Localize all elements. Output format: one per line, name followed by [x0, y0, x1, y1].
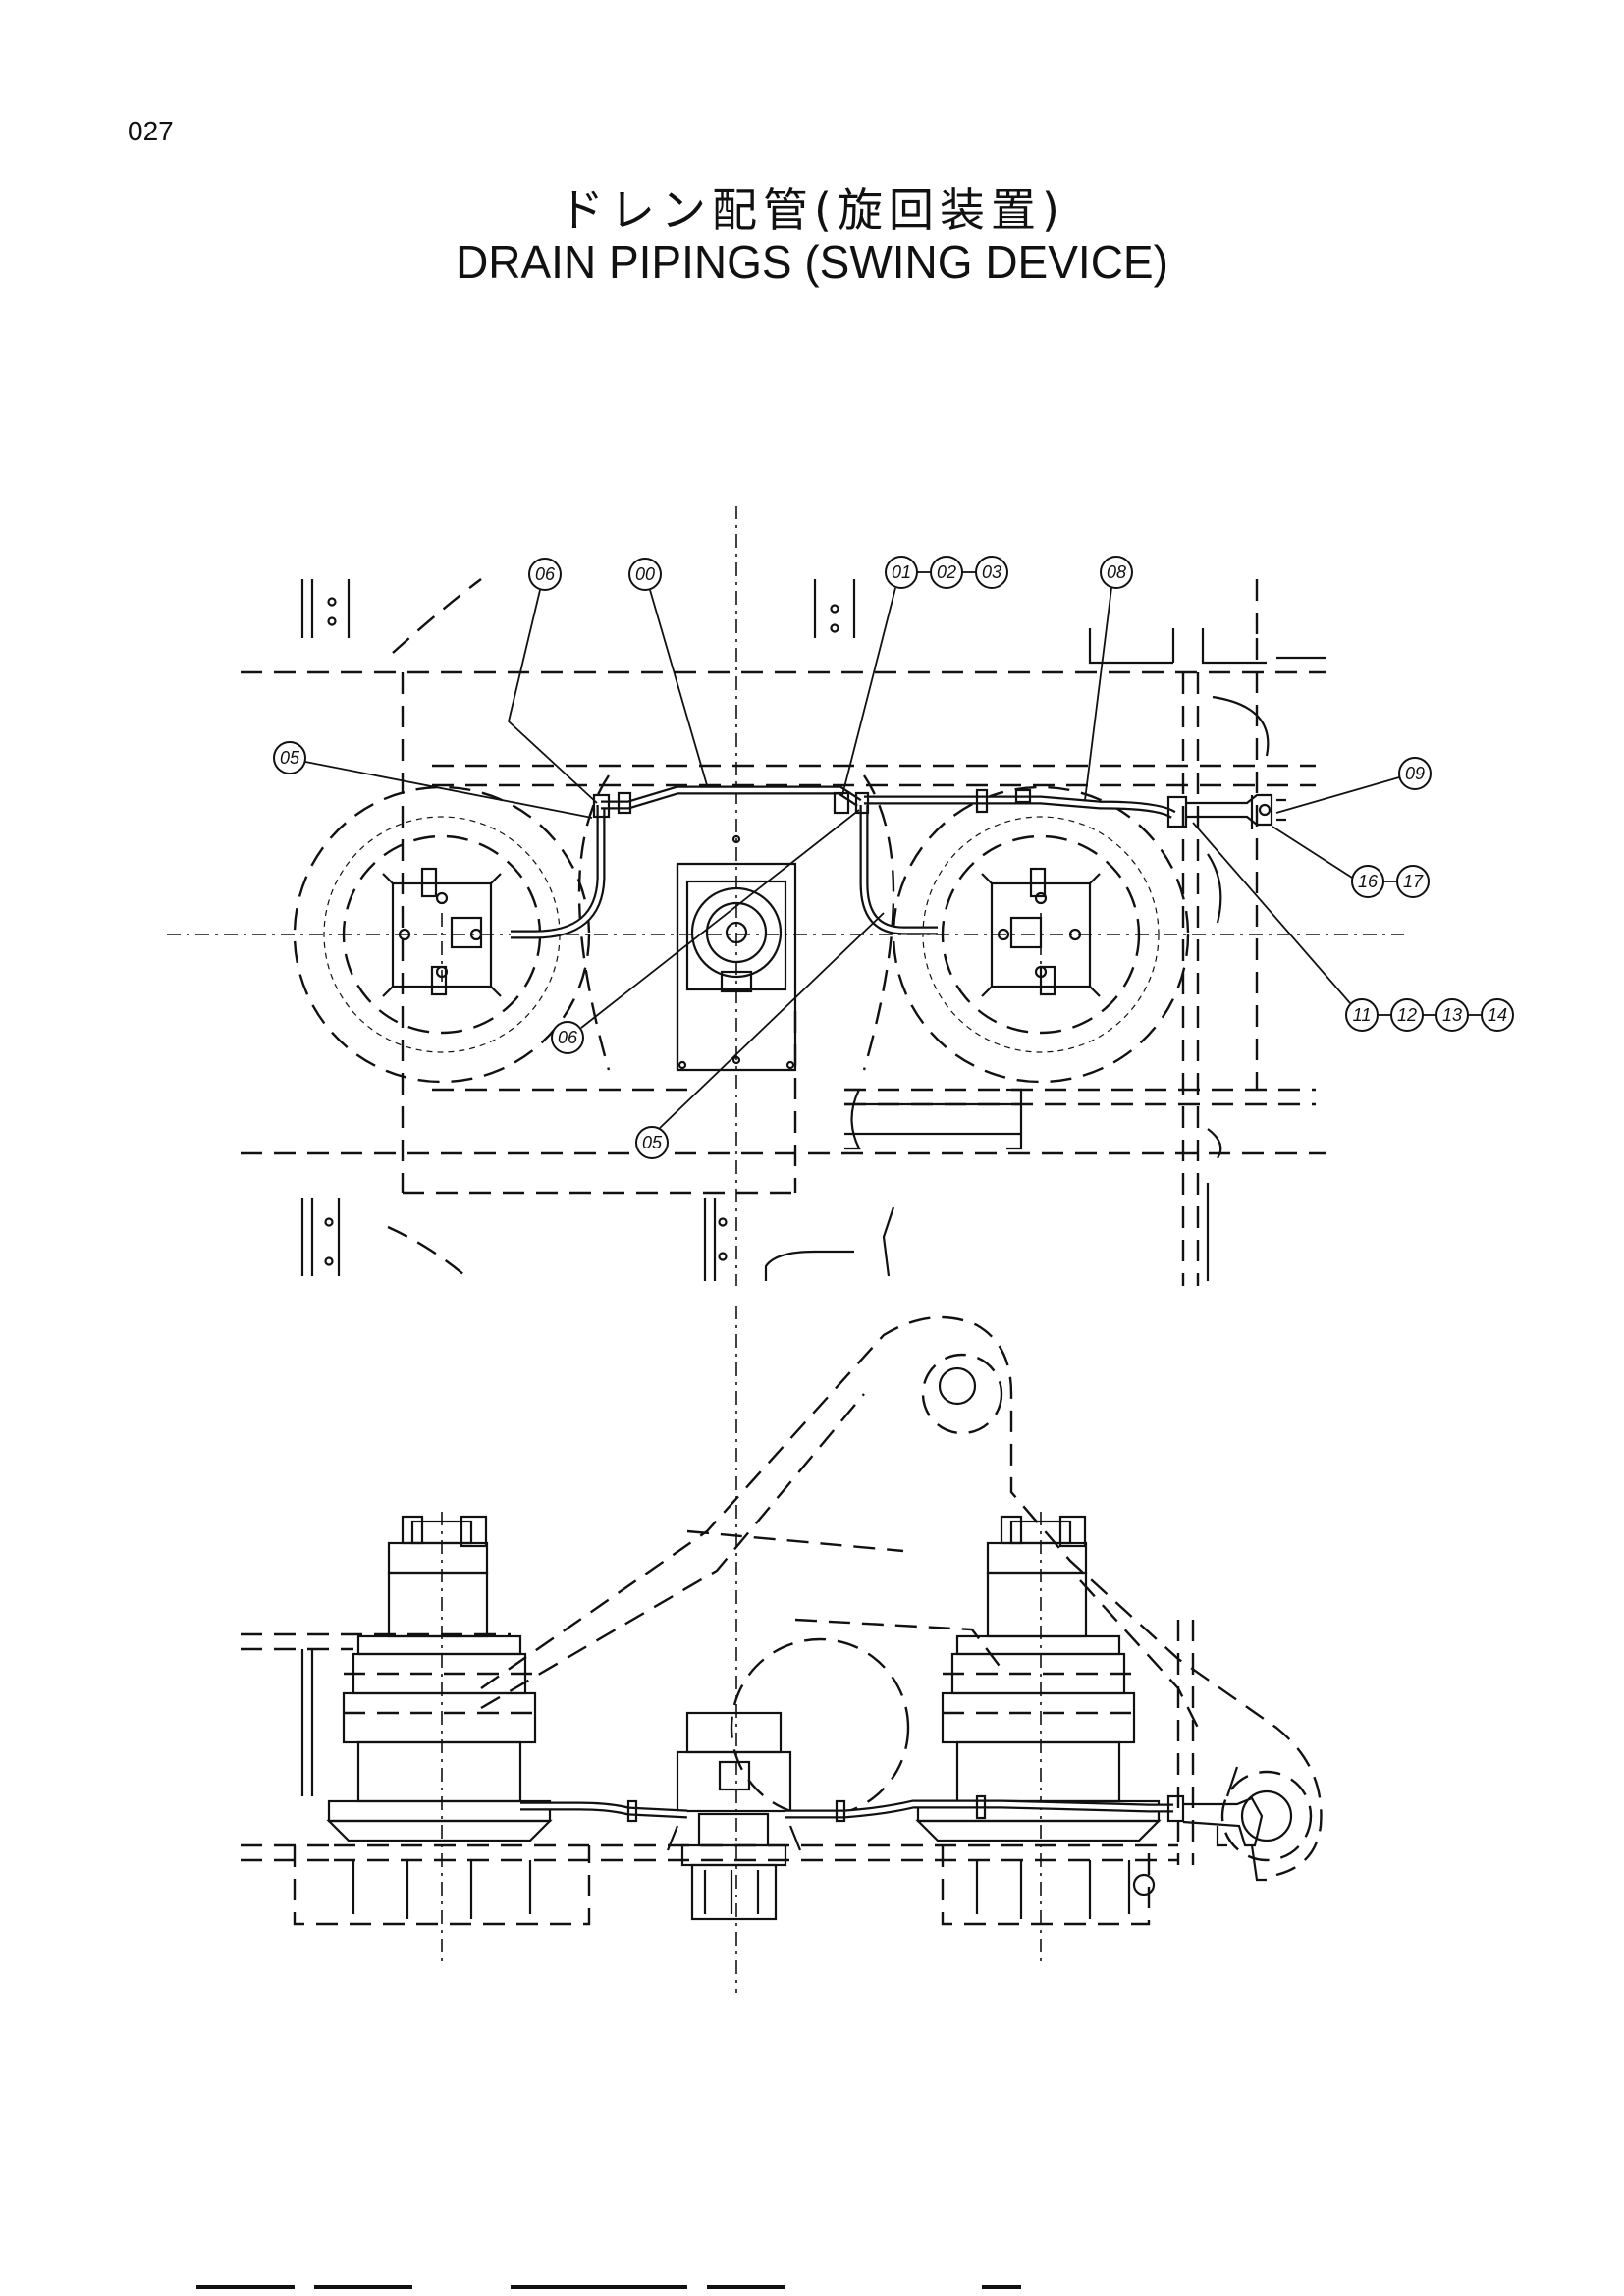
callout-05-top: 05	[273, 741, 593, 819]
callout-01-02-03: 01 02 03	[841, 556, 1008, 796]
svg-text:08: 08	[1107, 562, 1126, 582]
callout-16-17: 16 17	[1272, 826, 1430, 898]
page-number: 027	[128, 116, 174, 146]
callout-11-12-13-14: 11 12 13 14	[1192, 822, 1514, 1032]
svg-text:16: 16	[1358, 872, 1379, 891]
svg-text:14: 14	[1488, 1005, 1507, 1025]
top-view: 06 00 01 02 03 08 05	[167, 506, 1514, 1286]
svg-text:12: 12	[1397, 1005, 1417, 1025]
svg-text:01: 01	[892, 562, 911, 582]
svg-text:11: 11	[1353, 1005, 1372, 1025]
svg-text:02: 02	[937, 562, 956, 582]
svg-text:17: 17	[1403, 872, 1424, 891]
right-swing-motor-side	[915, 1515, 1162, 1926]
drain-pipe-top	[511, 785, 1286, 939]
callout-05-mid: 05	[635, 912, 885, 1159]
drain-pipe-side	[520, 1794, 1267, 1882]
center-joint-side	[666, 1711, 802, 1921]
svg-text:06: 06	[558, 1028, 578, 1047]
svg-text:05: 05	[642, 1133, 663, 1152]
callout-00: 00	[628, 558, 708, 786]
callout-08: 08	[1084, 556, 1133, 801]
left-swing-motor-side	[293, 1515, 591, 1926]
side-view	[241, 1306, 1323, 1993]
svg-text:00: 00	[635, 564, 655, 584]
svg-text:05: 05	[280, 748, 300, 768]
title-japanese: ドレン配管(旋回装置)	[559, 184, 1065, 237]
svg-text:06: 06	[535, 564, 556, 584]
svg-text:03: 03	[982, 562, 1001, 582]
title-english: DRAIN PIPINGS (SWING DEVICE)	[456, 237, 1168, 288]
svg-text:13: 13	[1442, 1005, 1462, 1025]
callout-06-mid: 06	[551, 809, 860, 1054]
svg-text:09: 09	[1405, 764, 1425, 783]
callout-09: 09	[1275, 757, 1432, 814]
callout-06-top: 06	[508, 558, 598, 804]
